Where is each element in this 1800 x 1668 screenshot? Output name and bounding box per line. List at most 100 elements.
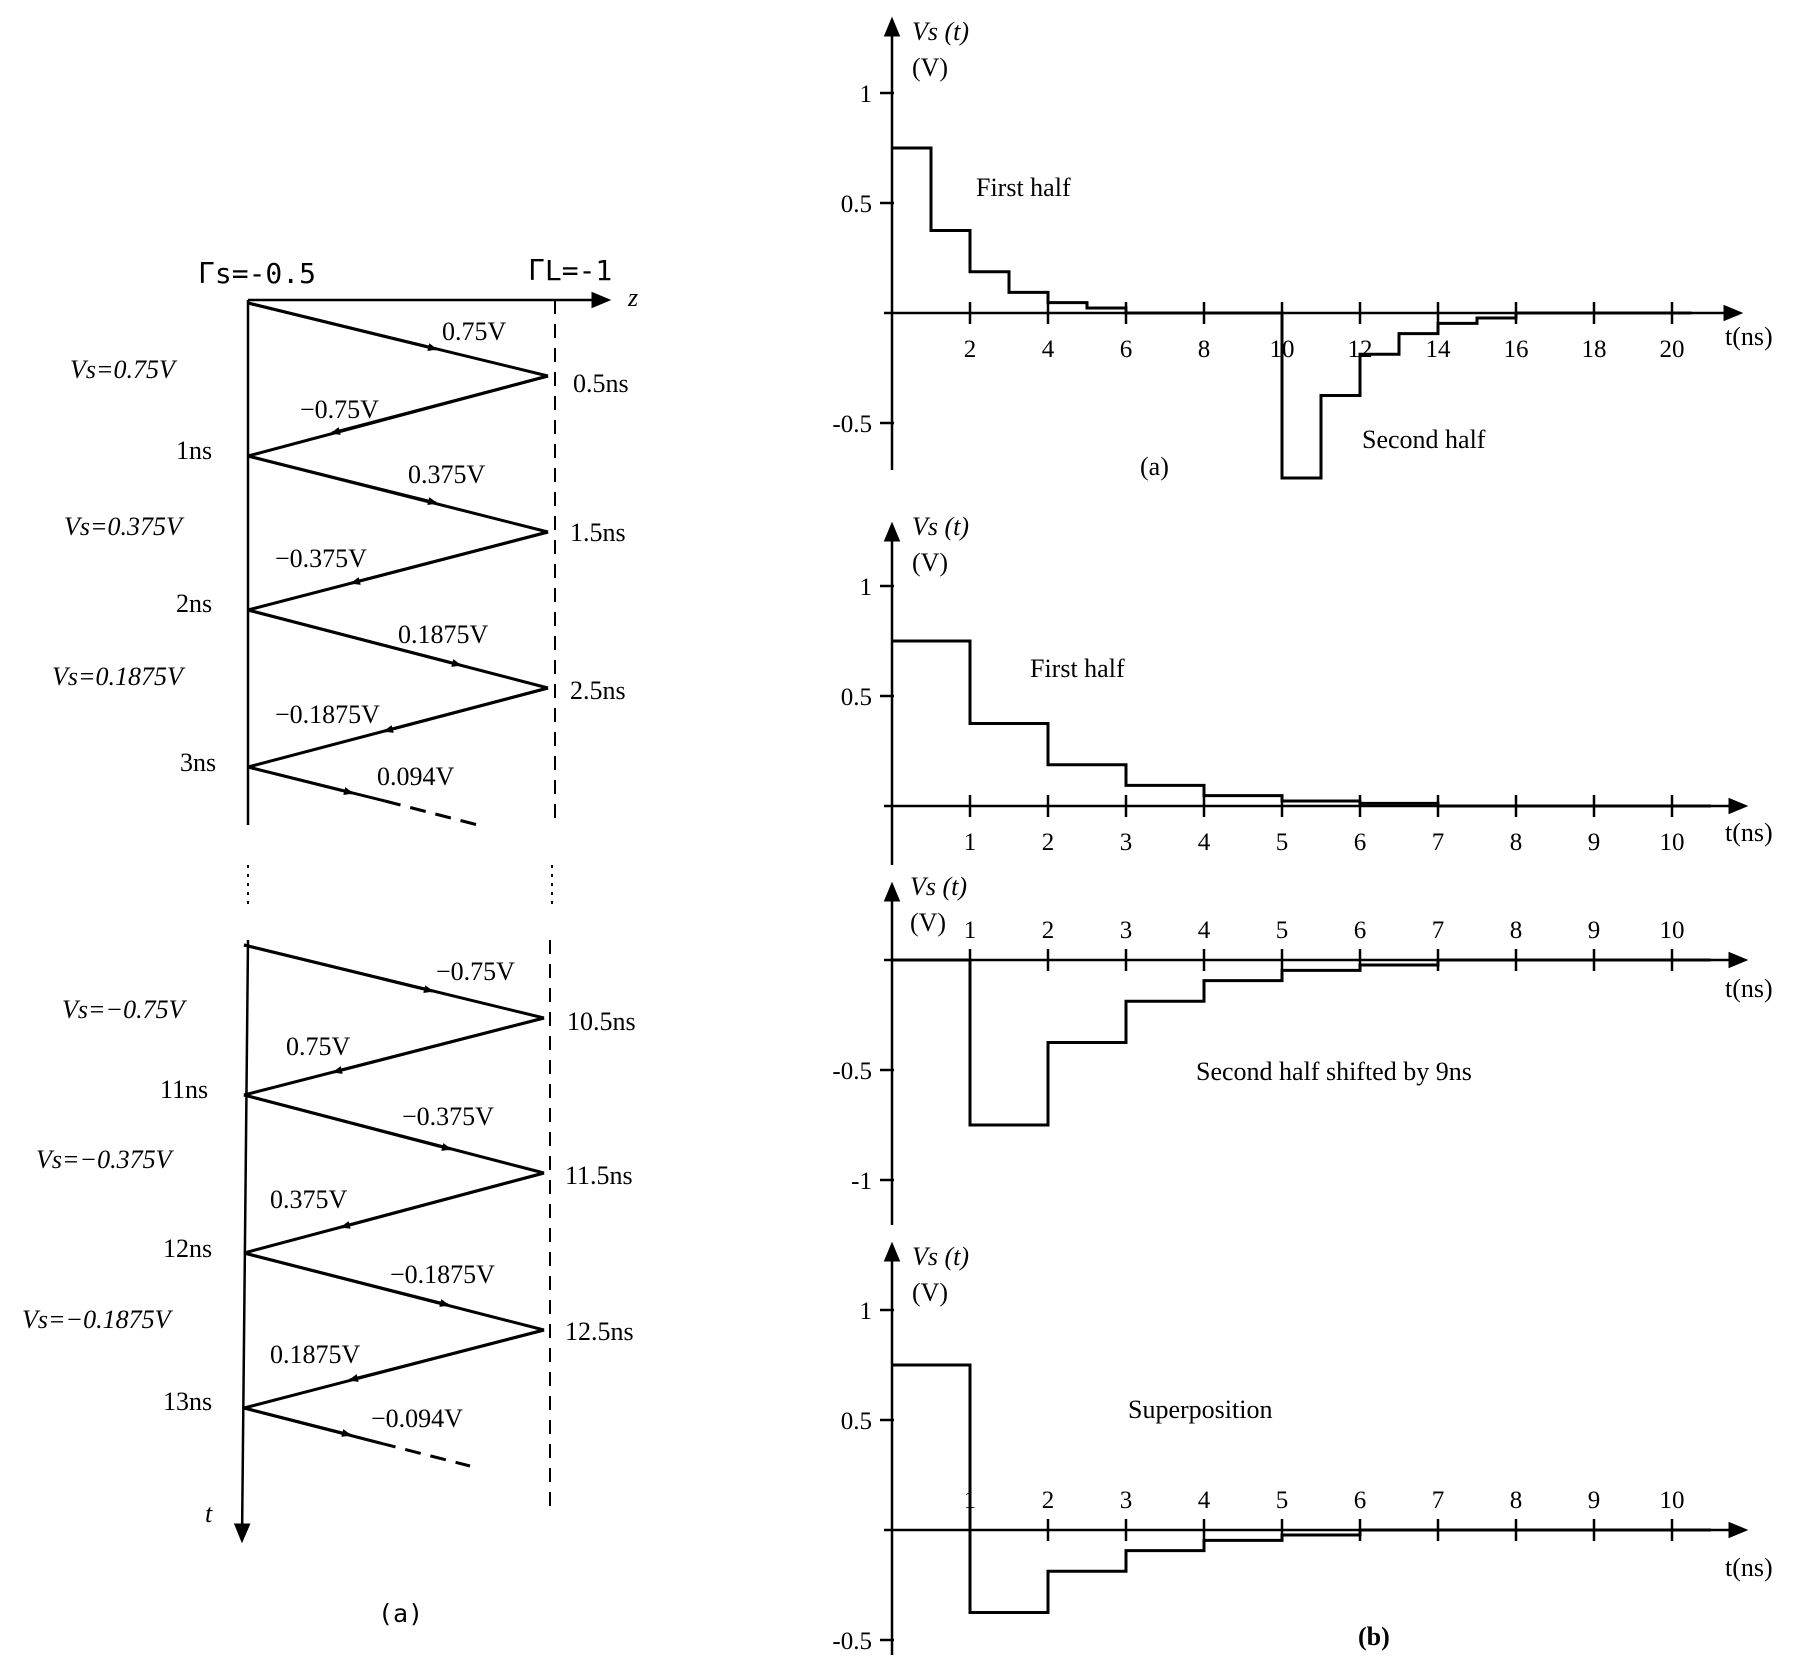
x-tick-label: 4 bbox=[1042, 336, 1055, 363]
wave-arrow bbox=[243, 1093, 452, 1151]
z-axis-label: z bbox=[627, 283, 638, 312]
load-arrival-time: 0.5ns bbox=[573, 369, 629, 398]
x-tick-label: 9 bbox=[1588, 917, 1601, 944]
wave-arrow bbox=[348, 1328, 545, 1382]
y-tick-label: 0.5 bbox=[841, 1408, 872, 1435]
x-tick-label: 3 bbox=[1120, 829, 1133, 856]
x-tick-label: 8 bbox=[1510, 1487, 1523, 1514]
x-tick-label: 3 bbox=[1120, 1487, 1133, 1514]
y-axis-label: Vs (t) bbox=[912, 1242, 969, 1271]
data-series bbox=[892, 958, 1711, 1127]
x-tick-label: 2 bbox=[1042, 829, 1055, 856]
wave-arrow bbox=[247, 454, 438, 505]
x-tick-label: 9 bbox=[1588, 829, 1601, 856]
plot-annotation: Superposition bbox=[1128, 1395, 1272, 1424]
x-tick-label: 2 bbox=[1042, 1487, 1055, 1514]
source-voltage: Vs=0.75V bbox=[70, 355, 178, 384]
wave-arrow bbox=[247, 765, 354, 795]
x-tick-label: 1 bbox=[964, 917, 977, 944]
wave-label: −0.75V bbox=[300, 395, 379, 424]
x-tick-label: 3 bbox=[1120, 917, 1133, 944]
wave-label: −0.1875V bbox=[390, 1260, 495, 1289]
wave-label: 0.094V bbox=[377, 762, 455, 791]
x-tick-label: 6 bbox=[1120, 336, 1133, 363]
wave-label: 0.75V bbox=[442, 317, 507, 346]
bounce-diagram: z Γs=-0.5 ΓL=-1 t bbox=[22, 254, 638, 1628]
wave-continuation bbox=[379, 1441, 471, 1468]
source-arrival-time: 2ns bbox=[176, 589, 212, 618]
x-tick-label: 5 bbox=[1276, 917, 1289, 944]
x-tick-label: 7 bbox=[1432, 1487, 1445, 1514]
x-axis-label: t(ns) bbox=[1725, 322, 1773, 351]
time-axis-label: t bbox=[205, 1499, 213, 1528]
x-tick-label: 10 bbox=[1660, 829, 1685, 856]
y-tick-label: 0.5 bbox=[841, 684, 872, 711]
source-arrival-time: 13ns bbox=[163, 1387, 212, 1416]
y-axis-label: Vs (t) bbox=[912, 512, 969, 541]
wave-arrow bbox=[243, 943, 434, 993]
load-reflection-coefficient: ΓL=-1 bbox=[528, 254, 612, 287]
wave-label: −0.75V bbox=[436, 957, 515, 986]
data-series bbox=[892, 146, 1692, 480]
data-series bbox=[892, 1363, 1711, 1614]
lower-zigzag bbox=[243, 943, 545, 1468]
y-tick-label: 0.5 bbox=[841, 191, 872, 218]
source-arrival-time: 12ns bbox=[163, 1234, 212, 1263]
wave-label: −0.375V bbox=[275, 544, 367, 573]
plot-annotation: Second half bbox=[1362, 425, 1486, 454]
x-tick-label: 4 bbox=[1198, 917, 1211, 944]
source-voltage: Vs=−0.375V bbox=[36, 1145, 175, 1174]
y-tick-label: -0.5 bbox=[832, 411, 872, 438]
wave-arrow bbox=[350, 530, 549, 585]
source-reflection-coefficient: Γs=-0.5 bbox=[198, 257, 316, 290]
x-tick-label: 5 bbox=[1276, 829, 1289, 856]
x-tick-label: 4 bbox=[1198, 829, 1211, 856]
load-arrival-time: 2.5ns bbox=[570, 676, 626, 705]
upper-zigzag bbox=[247, 301, 549, 827]
x-tick-label: 10 bbox=[1660, 1487, 1685, 1514]
y-axis-label: Vs (t) bbox=[912, 17, 969, 46]
wave-label: 0.1875V bbox=[398, 620, 489, 649]
wave-arrow bbox=[247, 608, 462, 667]
x-tick-label: 20 bbox=[1660, 336, 1685, 363]
load-arrival-time: 12.5ns bbox=[565, 1317, 634, 1346]
plot-annotation: First half bbox=[976, 173, 1071, 202]
x-tick-label: 6 bbox=[1354, 1487, 1367, 1514]
y-tick-label: -0.5 bbox=[832, 1058, 872, 1085]
plot-caption-a: (a) bbox=[1140, 452, 1169, 481]
wave-label: −0.1875V bbox=[275, 700, 380, 729]
x-tick-label: 8 bbox=[1198, 336, 1211, 363]
wave-arrow bbox=[383, 686, 549, 733]
x-axis-label: t(ns) bbox=[1725, 818, 1773, 847]
source-arrival-time: 1ns bbox=[176, 436, 212, 465]
source-arrival-time: 11ns bbox=[160, 1075, 208, 1104]
bounce-diagram-caption: (a) bbox=[378, 1599, 423, 1628]
wave-arrow bbox=[332, 1016, 545, 1074]
x-tick-label: 8 bbox=[1510, 917, 1523, 944]
x-tick-label: 18 bbox=[1582, 336, 1607, 363]
y-tick-label: -1 bbox=[851, 1168, 872, 1195]
x-tick-label: 7 bbox=[1432, 829, 1445, 856]
x-axis-label: t(ns) bbox=[1725, 974, 1773, 1003]
wave-continuation bbox=[384, 799, 479, 827]
load-arrival-time: 11.5ns bbox=[565, 1161, 633, 1190]
wave-arrow bbox=[247, 301, 438, 351]
x-tick-label: 10 bbox=[1660, 917, 1685, 944]
y-tick-label: 1 bbox=[860, 81, 873, 108]
x-tick-label: 2 bbox=[1042, 917, 1055, 944]
x-tick-label: 14 bbox=[1426, 336, 1452, 363]
time-axis bbox=[233, 939, 251, 1544]
y-tick-label: 1 bbox=[860, 1298, 873, 1325]
plot-caption-b: (b) bbox=[1358, 1622, 1390, 1651]
x-tick-label: 6 bbox=[1354, 917, 1367, 944]
y-axis-unit: (V) bbox=[912, 53, 948, 82]
source-voltage: Vs=−0.75V bbox=[62, 995, 188, 1024]
wave-arrow bbox=[340, 1171, 545, 1229]
y-axis-unit: (V) bbox=[912, 1278, 948, 1307]
data-series bbox=[892, 639, 1711, 808]
